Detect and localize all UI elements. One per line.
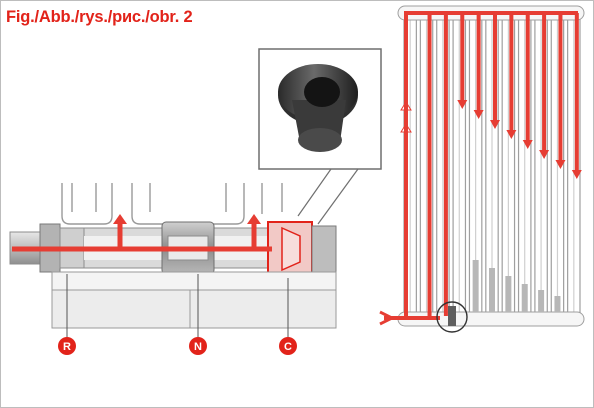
column-fill-bar [538,290,545,312]
arrow-down-icon [539,150,550,159]
arrow-down-icon [555,160,566,169]
label-C: C [279,337,297,355]
column-fill-bar [489,268,495,312]
label-R: R [58,337,76,355]
column-fill-bar [521,284,528,312]
label-N: N [189,337,207,355]
callout-line [317,168,359,225]
arrow-down-icon [473,110,484,119]
gasket-inset [258,48,382,225]
figure-title: Fig./Abb./rys./рис./obr. 2 [6,8,193,26]
arrow-down-icon [457,100,468,109]
arrow-up-icon [113,214,127,224]
svg-text:C: C [284,341,292,353]
column-fill-bar [505,276,512,312]
callout-line [297,168,332,217]
connector-C [267,221,337,279]
column-fill-bar [472,260,479,312]
arrow-down-icon [490,120,500,129]
svg-text:N: N [194,341,202,353]
lower-rail [51,289,337,329]
arrow-down-icon [522,140,533,149]
connector-piece [448,306,456,326]
connection-highlight-circle [436,301,468,333]
flow-path [12,222,272,252]
arrow-down-icon [571,170,582,179]
radiator-flow-diagram [379,5,585,333]
flanged-gasket-icon [278,64,358,152]
column-fill-bar [554,296,561,312]
radiator-cross-section: R N C [9,183,337,355]
arrow-down-icon [506,130,517,139]
svg-text:R: R [63,341,71,353]
arrow-up-icon [247,214,261,224]
